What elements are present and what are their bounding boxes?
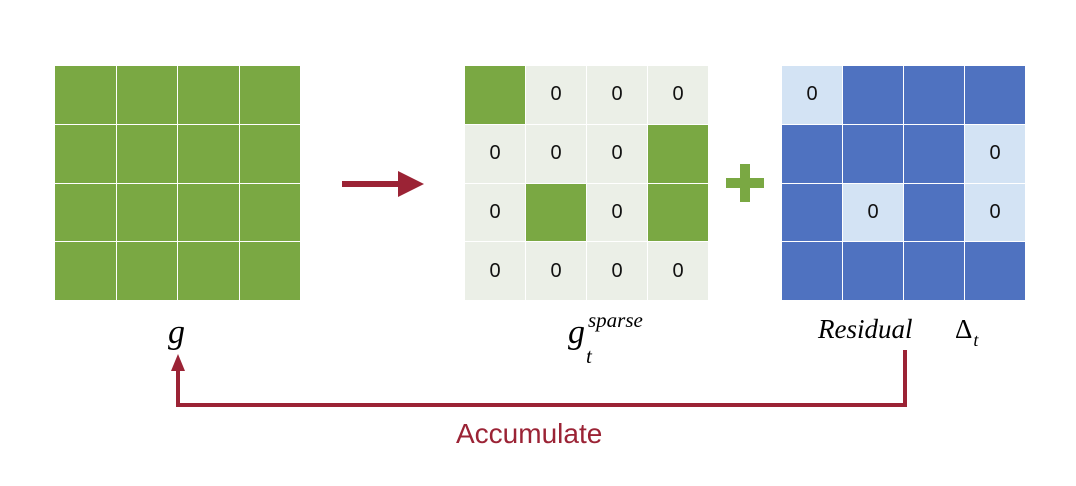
value-cell (239, 66, 300, 124)
value-cell (782, 124, 842, 183)
value-cell (178, 183, 239, 242)
gradient-label: g (168, 314, 185, 351)
zero-cell: 0 (526, 124, 586, 183)
value-cell (239, 242, 300, 300)
sparse-label-base: g (568, 314, 585, 351)
residual-delta-label: Δt (955, 314, 978, 350)
zero-cell: 0 (465, 183, 525, 242)
value-cell (904, 242, 964, 300)
zero-cell: 0 (587, 242, 647, 300)
residual-label: Residual (818, 314, 913, 344)
delta-symbol: Δ (955, 314, 973, 344)
value-cell (55, 66, 116, 124)
value-cell (55, 124, 116, 183)
value-cell (116, 66, 177, 124)
value-cell (178, 124, 239, 183)
zero-cell: 0 (587, 66, 647, 124)
value-cell (965, 66, 1025, 124)
value-cell (465, 66, 525, 124)
value-cell (239, 183, 300, 242)
zero-cell: 0 (965, 183, 1025, 242)
zero-cell: 0 (843, 183, 903, 242)
value-cell (178, 66, 239, 124)
value-cell (178, 242, 239, 300)
value-cell (648, 183, 708, 242)
value-cell (843, 124, 903, 183)
zero-cell: 0 (526, 66, 586, 124)
delta-subscript: t (973, 330, 979, 350)
zero-cell: 0 (587, 183, 647, 242)
gradient-matrix (55, 66, 300, 300)
plus-icon (726, 164, 764, 202)
value-cell (55, 183, 116, 242)
value-cell (782, 183, 842, 242)
value-cell (843, 242, 903, 300)
value-cell (782, 242, 842, 300)
zero-cell: 0 (648, 242, 708, 300)
value-cell (843, 66, 903, 124)
zero-cell: 0 (782, 66, 842, 124)
value-cell (116, 124, 177, 183)
value-cell (116, 242, 177, 300)
value-cell (55, 242, 116, 300)
zero-cell: 0 (526, 242, 586, 300)
value-cell (904, 124, 964, 183)
accumulate-label: Accumulate (456, 418, 603, 449)
value-cell (904, 183, 964, 242)
sparse-label-subscript: t (586, 344, 592, 368)
sparse-label-superscript: sparse (588, 308, 643, 332)
value-cell (116, 183, 177, 242)
up-arrowhead-icon (171, 354, 185, 371)
zero-cell: 0 (965, 124, 1025, 183)
zero-cell: 0 (465, 242, 525, 300)
zero-cell: 0 (648, 66, 708, 124)
value-cell (965, 242, 1025, 300)
zero-cell: 0 (587, 124, 647, 183)
zero-cell: 0 (465, 124, 525, 183)
value-cell (648, 124, 708, 183)
accumulate-feedback-arrow (171, 350, 907, 407)
right-arrow-icon (342, 171, 424, 197)
value-cell (526, 183, 586, 242)
value-cell (904, 66, 964, 124)
value-cell (239, 124, 300, 183)
